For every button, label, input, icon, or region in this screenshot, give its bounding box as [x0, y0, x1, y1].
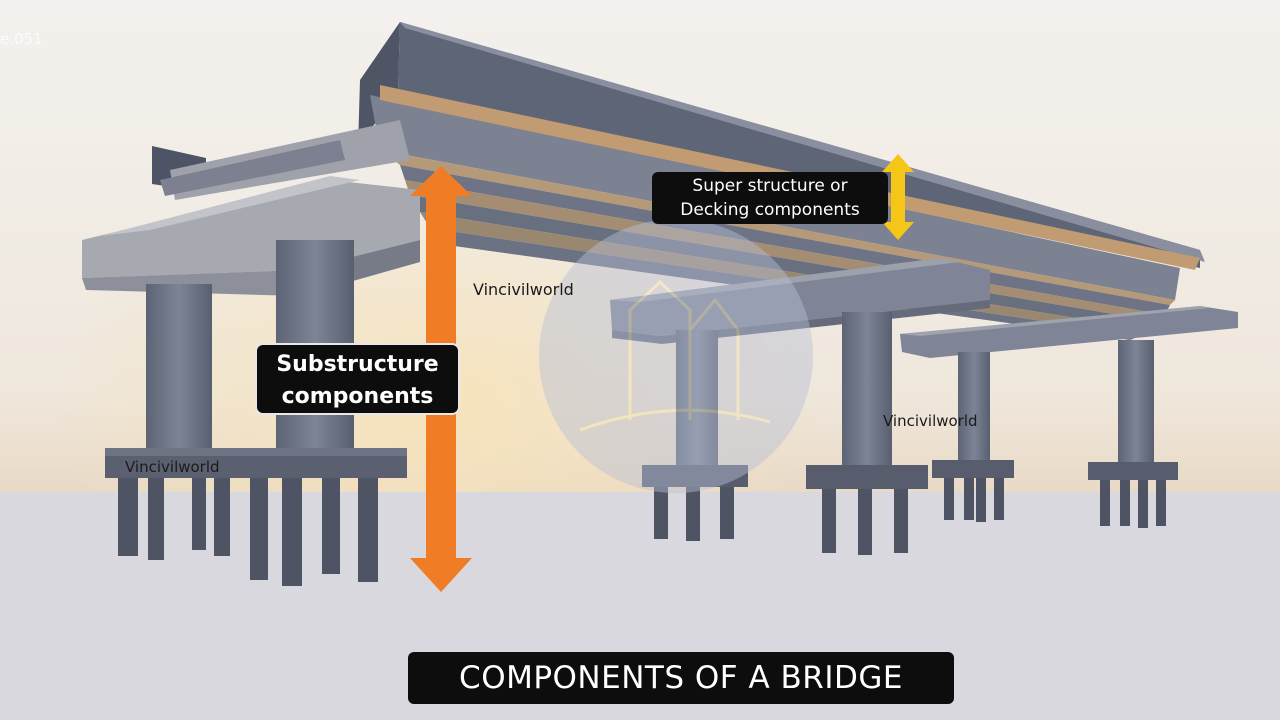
right-column-1 [958, 352, 990, 464]
superstructure-label: Super structure or Decking components [652, 172, 888, 224]
substructure-label-line2: components [257, 381, 458, 413]
video-frame-tag: e.051 [0, 30, 43, 48]
watermark-text: Vincivilworld [125, 458, 220, 476]
diagram-title: COMPONENTS OF A BRIDGE [408, 652, 954, 704]
left-column-1 [146, 284, 212, 454]
watermark-logo [539, 219, 813, 493]
right-column-2 [1118, 340, 1154, 464]
substructure-label: Substructure components [255, 343, 460, 415]
superstructure-label-line1: Super structure or [652, 174, 888, 198]
superstructure-label-line2: Decking components [652, 198, 888, 222]
watermark-text: Vincivilworld [883, 412, 978, 430]
watermark-text: Vincivilworld [473, 280, 574, 299]
middle-column-2 [842, 312, 892, 468]
substructure-label-line1: Substructure [257, 349, 458, 381]
